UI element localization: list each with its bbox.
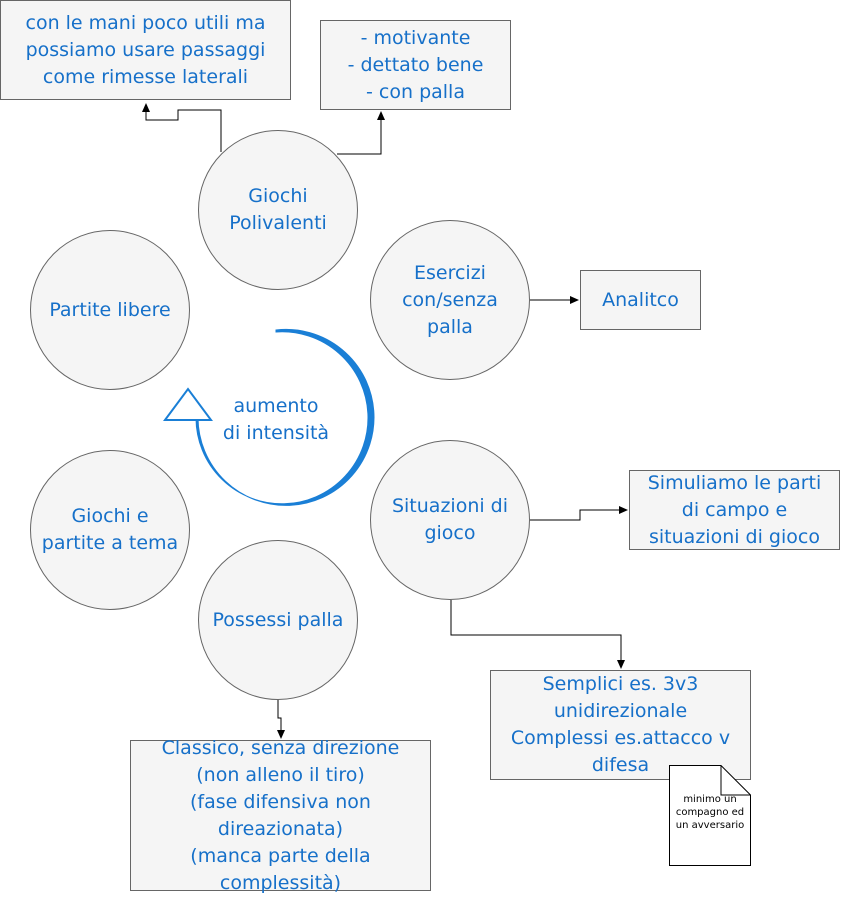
- box-mani: con le mani poco utili ma possiamo usare…: [0, 0, 291, 100]
- box-simuliamo-label: Simuliamo le parti di campo e situazioni…: [647, 471, 822, 548]
- edge-situazioni-to-simuliamo: [530, 506, 628, 521]
- box-analitico: Analitco: [580, 270, 701, 330]
- circle-giochi-tema: Giochi e partite a tema: [30, 450, 190, 610]
- center-label-wrap: aumento di intensità: [196, 380, 356, 460]
- center-label: aumento di intensità: [222, 395, 330, 444]
- circle-esercizi-label: Esercizi con/senza palla: [402, 261, 498, 338]
- box-classico-label: Classico, senza direzione (non alleno il…: [161, 736, 400, 894]
- edge-polivalenti-to-motivante: [337, 111, 385, 155]
- circle-partite-libere: Partite libere: [30, 230, 190, 390]
- note-label: minimo un compagno ed un avversario: [675, 794, 745, 831]
- box-semplici-label: Semplici es. 3v3 unidirezionale Compless…: [510, 673, 731, 776]
- circle-partite-libere-label: Partite libere: [49, 298, 171, 321]
- box-semplici: Semplici es. 3v3 unidirezionale Compless…: [490, 670, 751, 780]
- note-document-icon: [669, 765, 751, 866]
- edge-situazioni-to-semplici: [450, 600, 625, 669]
- box-motivante-label: - motivante - dettato bene - con palla: [347, 26, 484, 103]
- circle-giochi-polivalenti-label: Giochi Polivalenti: [229, 185, 327, 234]
- circle-possessi: Possessi palla: [198, 540, 358, 700]
- box-motivante: - motivante - dettato bene - con palla: [320, 20, 511, 110]
- circle-possessi-label: Possessi palla: [212, 608, 344, 631]
- cycle-arrow-arc: [195, 328, 375, 506]
- edge-possessi-to-classico: [277, 700, 285, 739]
- cycle-arrow-head: [163, 387, 213, 421]
- box-classico: Classico, senza direzione (non alleno il…: [130, 737, 431, 894]
- cycle-arrow-shape: [163, 328, 375, 506]
- box-simuliamo: Simuliamo le parti di campo e situazioni…: [629, 470, 840, 550]
- circle-situazioni: Situazioni di gioco: [370, 440, 530, 600]
- circle-situazioni-label: Situazioni di gioco: [391, 495, 509, 544]
- box-mani-label: con le mani poco utili ma possiamo usare…: [25, 11, 266, 88]
- circle-giochi-tema-label: Giochi e partite a tema: [41, 505, 179, 554]
- box-analitico-label: Analitco: [602, 288, 679, 311]
- edge-polivalenti-to-mani: [142, 103, 222, 152]
- circle-giochi-polivalenti: Giochi Polivalenti: [198, 130, 358, 290]
- circle-esercizi: Esercizi con/senza palla: [370, 220, 530, 380]
